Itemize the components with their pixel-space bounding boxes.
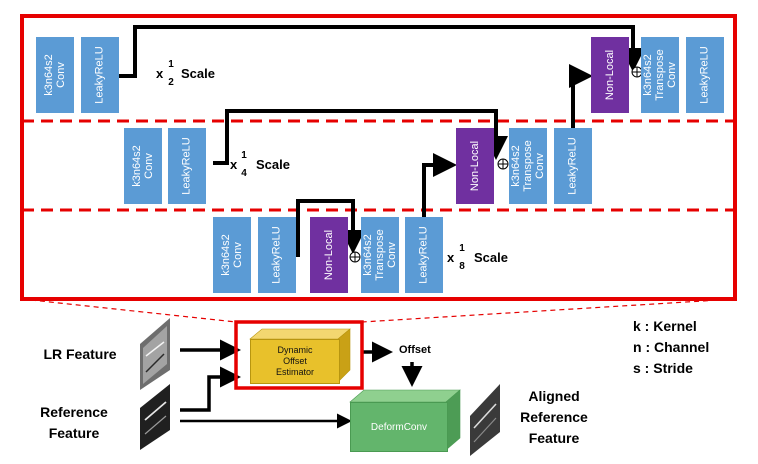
row1-scale-prefix: x bbox=[156, 66, 164, 81]
row2-relu-label: LeakyReLU bbox=[181, 137, 194, 195]
row3-scale-den: 8 bbox=[459, 261, 465, 272]
row2-conv-block: k3n64s2 Conv bbox=[124, 128, 162, 204]
offset-label: Offset bbox=[399, 344, 431, 356]
ref-to-estimator-arrow bbox=[180, 366, 241, 412]
row3-scale-num: 1 bbox=[459, 243, 465, 254]
row3-relu-block: LeakyReLU bbox=[258, 217, 296, 293]
row1-conv-block: k3n64s2 Conv bbox=[36, 37, 74, 113]
deform-box-top bbox=[349, 389, 461, 403]
row1-nonlocal-label: Non-Local bbox=[604, 49, 617, 101]
row3-tconv-block: k3n64s2 Transpose Conv bbox=[361, 217, 399, 293]
estimator-front: Dynamic Offset Estimator bbox=[250, 339, 340, 384]
row1-scale-word: Scale bbox=[181, 66, 215, 81]
row1-scale-den: 2 bbox=[168, 77, 174, 88]
row2-scale-num: 1 bbox=[241, 150, 247, 161]
row3-skip-arrow bbox=[296, 199, 365, 257]
row3-tconv-label: k3n64s2 Transpose Conv bbox=[362, 229, 398, 281]
reference-feature-label: Reference Feature bbox=[40, 404, 108, 441]
row2-relu2-label: LeakyReLU bbox=[567, 137, 580, 195]
row1-tconv-label: k3n64s2 Transpose Conv bbox=[642, 49, 678, 101]
row1-conv-label: k3n64s2 Conv bbox=[43, 54, 67, 96]
estimator-red-frame bbox=[234, 320, 364, 390]
row2-scale-den: 4 bbox=[241, 168, 247, 179]
aligned-reference-label: Aligned Reference Feature bbox=[520, 388, 588, 446]
row3-conv-block: k3n64s2 Conv bbox=[213, 217, 251, 293]
row2-relu-block: LeakyReLU bbox=[168, 128, 206, 204]
zoom-line-left bbox=[21, 298, 237, 323]
deform-front: DeformConv bbox=[350, 402, 448, 452]
row3-conv-label: k3n64s2 Conv bbox=[220, 234, 244, 276]
row3-to-row2-arrow bbox=[422, 153, 457, 217]
row1-tconv-block: k3n64s2 Transpose Conv bbox=[641, 37, 679, 113]
lr-feature-thumbnail bbox=[140, 318, 170, 390]
row1-relu2-label: LeakyReLU bbox=[699, 46, 712, 104]
row3-nonlocal-label: Non-Local bbox=[323, 229, 336, 281]
row1-relu2-block: LeakyReLU bbox=[686, 37, 724, 113]
row2-nonlocal-label: Non-Local bbox=[469, 140, 482, 192]
plus-circle-row2 bbox=[497, 158, 509, 170]
lr-feature-label: LR Feature bbox=[43, 346, 117, 362]
row3-nonlocal-block: Non-Local bbox=[310, 217, 348, 293]
legend-channel: n : Channel bbox=[633, 339, 710, 355]
estimator-box-top bbox=[249, 328, 351, 340]
row2-to-row1-arrow bbox=[569, 64, 593, 128]
row1-skip-arrow bbox=[119, 25, 645, 78]
row2-scale-prefix: x bbox=[230, 157, 238, 172]
row2-tconv-label: k3n64s2 Transpose Conv bbox=[510, 140, 546, 192]
deformconv-box: DeformConv bbox=[350, 402, 448, 452]
estimator-label: Dynamic Offset Estimator bbox=[275, 345, 314, 377]
reference-feature-thumbnail bbox=[140, 384, 170, 450]
row1-nonlocal-block: Non-Local bbox=[591, 37, 629, 113]
row2-tconv-block: k3n64s2 Transpose Conv bbox=[509, 128, 547, 204]
plus-circle-row3 bbox=[349, 251, 361, 263]
row1-relu-block: LeakyReLU bbox=[81, 37, 119, 113]
row3-scale-prefix: x bbox=[447, 250, 455, 265]
row3-scale-word: Scale bbox=[474, 250, 508, 265]
legend-kernel: k : Kernel bbox=[633, 318, 697, 334]
aligned-feature-thumbnail bbox=[470, 384, 500, 456]
offset-estimator-box: Dynamic Offset Estimator bbox=[250, 339, 340, 384]
deformconv-label: DeformConv bbox=[370, 421, 428, 433]
row2-conv-label: k3n64s2 Conv bbox=[131, 145, 155, 187]
legend: k : Kernel n : Channel s : Stride bbox=[633, 316, 709, 379]
row2-scale-word: Scale bbox=[256, 157, 290, 172]
row3-relu2-label: LeakyReLU bbox=[418, 226, 431, 284]
row3-relu-label: LeakyReLU bbox=[271, 226, 284, 284]
row2-skip-arrow bbox=[213, 109, 508, 165]
row1-relu-label: LeakyReLU bbox=[94, 46, 107, 104]
outer-red-frame bbox=[20, 14, 737, 301]
row3-relu2-block: LeakyReLU bbox=[405, 217, 443, 293]
legend-stride: s : Stride bbox=[633, 360, 693, 376]
row1-scale-num: 1 bbox=[168, 59, 174, 70]
row2-relu2-block: LeakyReLU bbox=[554, 128, 592, 204]
row2-nonlocal-block: Non-Local bbox=[456, 128, 494, 204]
